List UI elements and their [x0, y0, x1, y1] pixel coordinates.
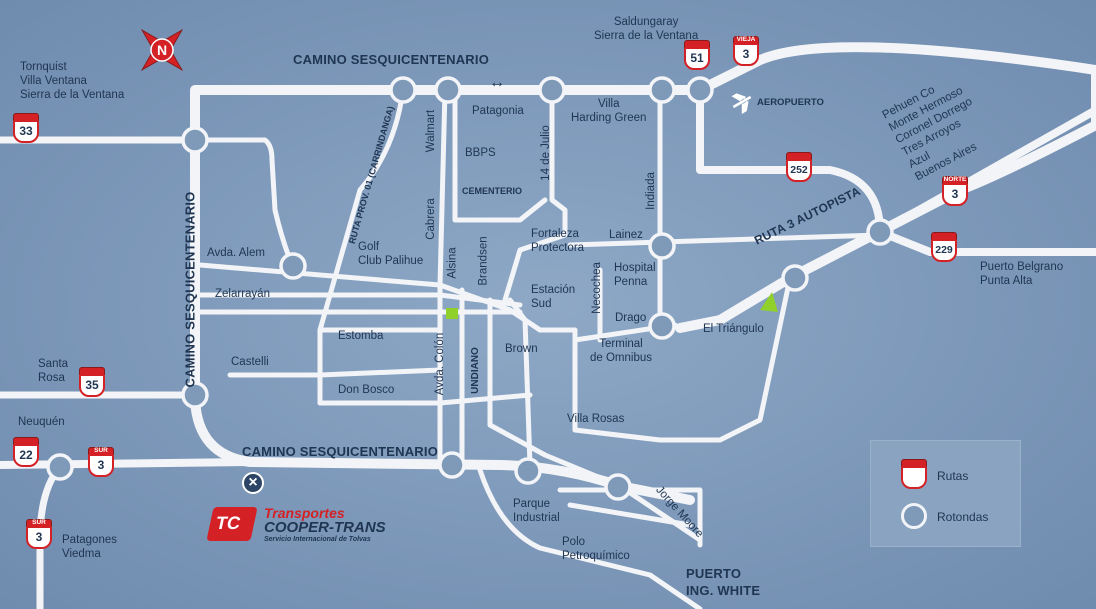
estomba-label: Estomba: [338, 330, 384, 342]
roundabout: [46, 453, 74, 481]
legend-rotondas-label: Rotondas: [937, 510, 989, 524]
neuquen-label: Neuquén: [18, 416, 65, 428]
route-252-shield: 252: [786, 152, 812, 182]
brandsen-label: Brandsen: [477, 236, 490, 286]
logo-mark: TC: [206, 507, 258, 541]
roundabout: [434, 76, 462, 104]
legend-rutas-label: Rutas: [937, 469, 969, 483]
roundabout: [648, 76, 676, 104]
terminal-label: Terminal de Omnibus: [590, 338, 653, 364]
saldungaray-label: Saldungaray Sierra de la Ventana: [594, 16, 699, 42]
roundabout: [781, 264, 809, 292]
triangulo-marker: [760, 292, 778, 312]
santa-rosa-label: Santa Rosa: [38, 358, 69, 384]
compass-north-icon: N: [140, 28, 184, 72]
route-51-shield: 51: [684, 40, 710, 70]
parque-label: Parque Industrial: [513, 498, 560, 524]
close-icon[interactable]: ×: [242, 472, 264, 494]
roundabout: [604, 473, 632, 501]
camino-left-label: CAMINO SESQUICENTENARIO: [182, 191, 198, 388]
tornquist-label: Tornquist Villa Ventana Sierra de la Ven…: [20, 61, 125, 101]
route-35-shield: 35: [79, 367, 105, 397]
avda-colon-label: Avda. Colón: [434, 332, 447, 396]
map-legend: Rutas Rotondas: [870, 440, 1021, 547]
legend-route-icon: [901, 459, 927, 489]
villa-rosas-label: Villa Rosas: [567, 413, 625, 425]
fortaleza-label: Fortaleza Protectora: [531, 228, 585, 254]
villa-harding-label: Villa Harding Green: [571, 98, 647, 124]
roundabout: [648, 232, 676, 260]
roundabout: [686, 76, 714, 104]
walmart-label: Walmart: [425, 109, 438, 153]
avda-alem-label: Avda. Alem: [207, 247, 265, 259]
roundabout: [866, 218, 894, 246]
puerto-belgrano-label: Puerto Belgrano Punta Alta: [980, 261, 1064, 287]
don-bosco-label: Don Bosco: [338, 384, 395, 396]
route-22-shield: 22: [13, 437, 39, 467]
patagones-label: Patagones Viedma: [62, 534, 117, 560]
route-229-shield: 229: [931, 232, 957, 262]
plaza-marker: [446, 308, 458, 319]
indiada-label: Indiada: [644, 172, 657, 210]
roundabout: [389, 76, 417, 104]
roundabout: [181, 381, 209, 409]
legend-roundabout-icon: [901, 503, 927, 529]
hospital-label: Hospital Penna: [614, 262, 656, 288]
svg-text:N: N: [157, 42, 167, 58]
zelarrayan-label: Zelarrayán: [215, 288, 270, 300]
golf-label: Golf Club Palihue: [358, 241, 424, 267]
logo-name: Transportes: [264, 505, 345, 521]
camino-top-label: CAMINO SESQUICENTENARIO: [293, 52, 490, 67]
undiano-label: UNDIANO: [469, 347, 481, 394]
cementerio-label: CEMENTERIO: [462, 186, 523, 196]
polo-label: Polo Petroquímico: [562, 536, 630, 562]
roundabout: [279, 252, 307, 280]
roundabouts: [46, 76, 894, 501]
lainez-label: Lainez: [609, 229, 643, 241]
roundabout: [438, 451, 466, 479]
logo-tagline: Servicio Internacional de Tolvas: [264, 536, 371, 543]
roundabout: [538, 76, 566, 104]
triangulo-label: El Triángulo: [703, 323, 764, 335]
route-33-shield: 33: [13, 113, 39, 143]
roundabout: [181, 126, 209, 154]
airplane-icon: [731, 93, 752, 114]
necochea-label: Necochea: [590, 262, 603, 314]
roundabout: [514, 457, 542, 485]
castelli-label: Castelli: [231, 356, 269, 368]
double-arrow-icon: ↔: [489, 74, 505, 91]
estacion-label: Estación Sud: [531, 284, 576, 310]
drago-label: Drago: [615, 312, 647, 324]
cooper-trans-logo: TC Transportes COOPER-TRANS Servicio Int…: [206, 505, 390, 545]
patagonia-label: Patagonia: [472, 105, 524, 117]
cabrera-label: Cabrera: [424, 198, 437, 240]
bbps-label: BBPS: [465, 147, 496, 159]
brown-label: Brown: [505, 343, 538, 355]
14-julio-label: 14 de Julio: [539, 125, 552, 181]
roundabout: [648, 312, 676, 340]
camino-bottom-label: CAMINO SESQUICENTENARIO: [242, 444, 439, 459]
puerto-white-label: PUERTO ING. WHITE: [686, 566, 761, 598]
logo-brand: COOPER-TRANS: [264, 519, 386, 536]
alsina-label: Alsina: [446, 247, 459, 279]
aeropuerto-label: AEROPUERTO: [757, 97, 824, 108]
